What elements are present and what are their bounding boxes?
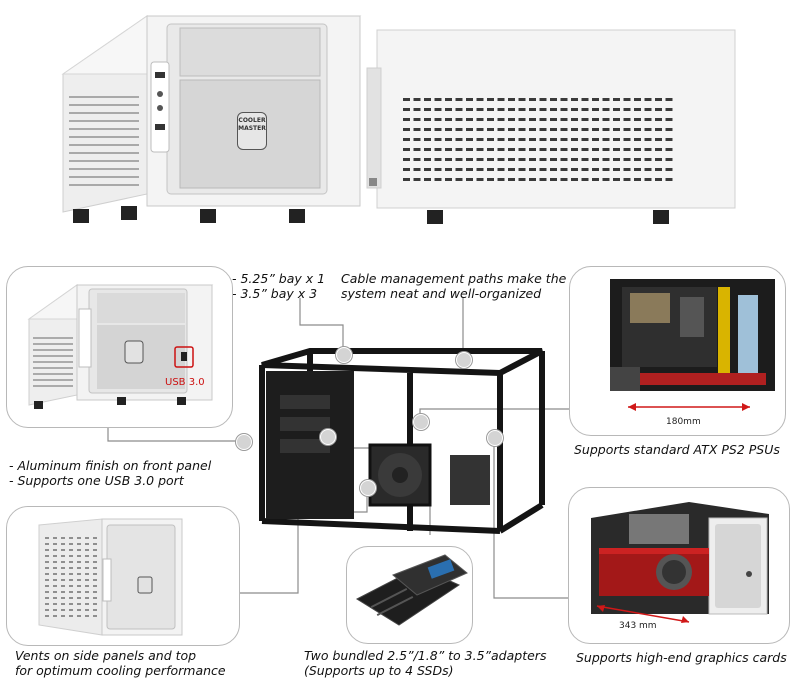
vents-callout-dot <box>360 480 376 496</box>
vents-closeup <box>6 506 240 646</box>
front-panel-callout-dot <box>236 434 252 450</box>
adapters-closeup <box>346 546 473 644</box>
cable-callout: Cable management paths make the system n… <box>341 271 566 301</box>
psu-closeup: 180mm <box>569 266 786 436</box>
bays-callout: - 5.25” bay x 1 - 3.5” bay x 3 <box>232 271 325 301</box>
vents-callout: Vents on side panels and top for optimum… <box>15 648 226 678</box>
cable-line-1: Cable management paths make the <box>341 271 567 286</box>
psu-callout-dot <box>413 414 429 430</box>
cable-callout-dot <box>456 352 472 368</box>
adapters-line-1: Two bundled 2.5”/1.8” to 3.5”adapters <box>304 648 547 663</box>
cooler-master-logo: COOLER MASTER <box>237 112 267 150</box>
bays-line-1: - 5.25” bay x 1 <box>232 271 326 286</box>
cable-line-2: system neat and well-organized <box>341 286 542 301</box>
open-chassis-photo <box>250 345 550 535</box>
gpu-callout-dot <box>487 430 503 446</box>
gpu-length-label: 343 mm <box>619 621 657 631</box>
bays-line-2: - 3.5” bay x 3 <box>232 286 318 301</box>
vents-line-2: for optimum cooling performance <box>15 663 226 678</box>
case-front-photo: COOLER MASTER <box>55 4 365 229</box>
gpu-callout: Supports high-end graphics cards <box>576 650 787 665</box>
psu-callout: Supports standard ATX PS2 PSUs <box>574 442 780 457</box>
front-panel-line-1: - Aluminum finish on front panel <box>9 458 212 473</box>
bays-callout-dot <box>336 347 352 363</box>
psu-length-label: 180mm <box>666 417 701 427</box>
front-panel-closeup: USB 3.0 <box>6 266 233 428</box>
vents-line-1: Vents on side panels and top <box>15 648 197 663</box>
adapters-callout-dot <box>320 429 336 445</box>
gpu-closeup: 343 mm <box>568 487 790 644</box>
usb-label: USB 3.0 <box>165 377 205 388</box>
adapters-line-2: (Supports up to 4 SSDs) <box>304 663 454 678</box>
case-side-photo <box>365 28 745 228</box>
front-panel-line-2: - Supports one USB 3.0 port <box>9 473 184 488</box>
front-panel-callout: - Aluminum finish on front panel - Suppo… <box>9 458 211 488</box>
adapters-callout: Two bundled 2.5”/1.8” to 3.5”adapters (S… <box>304 648 546 678</box>
